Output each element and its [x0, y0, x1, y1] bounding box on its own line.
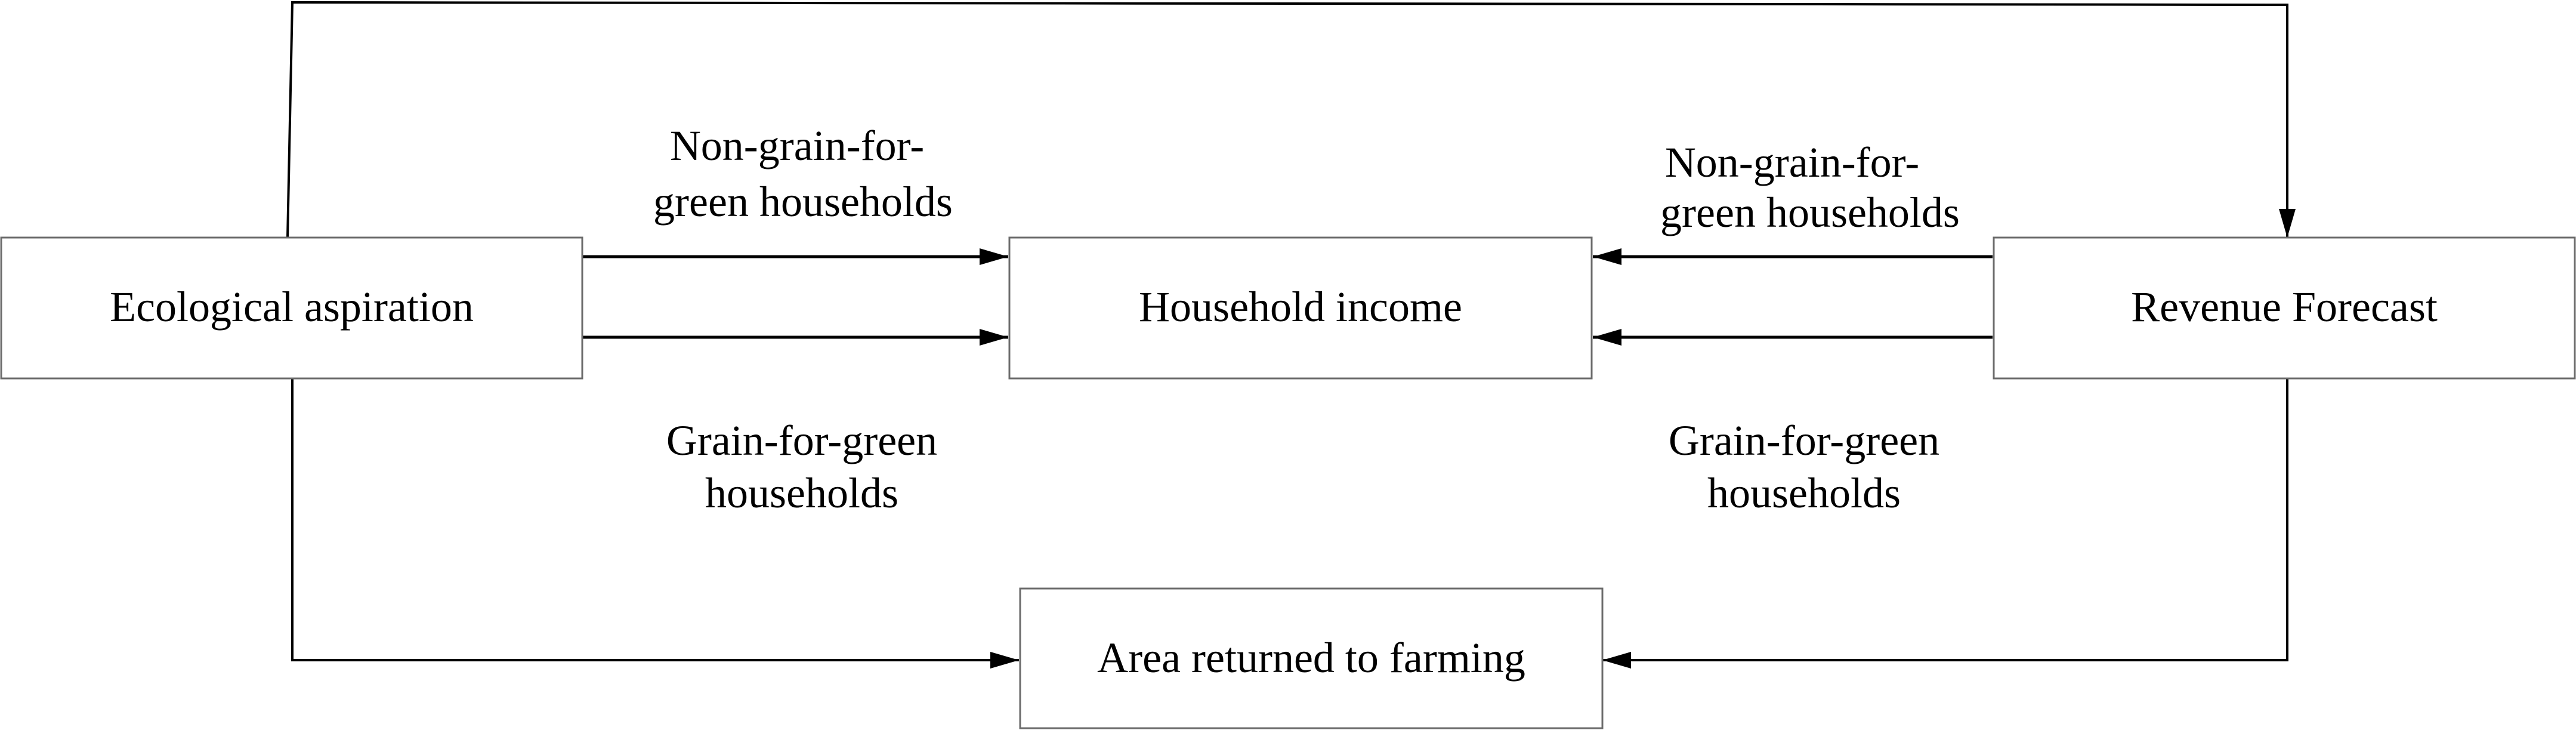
edge-label-right-top: Non-grain-for- green households: [1660, 138, 1960, 236]
node-label: Area returned to farming: [1097, 634, 1525, 682]
node-revenue-forecast: Revenue Forecast: [1993, 236, 2576, 380]
edge-label-line: Non-grain-for-: [1665, 138, 1919, 186]
node-label: Household income: [1139, 283, 1462, 331]
edge-forecast-to-area: [1602, 378, 2288, 669]
edge-label-line: Grain-for-green: [1669, 417, 1939, 464]
edge-label-line: Non-grain-for-: [670, 122, 924, 170]
edge-label-line: green households: [653, 178, 953, 226]
edge-label-left-top: Non-grain-for- green households: [653, 122, 953, 226]
node-area-returned: Area returned to farming: [1019, 587, 1604, 729]
node-label: Ecological aspiration: [110, 283, 474, 331]
edges: [286, 1, 2296, 669]
edge-label-left-bottom: Grain-for-green households: [666, 417, 937, 517]
node-label: Revenue Forecast: [2131, 283, 2438, 331]
edge-label-right-bottom: Grain-for-green households: [1669, 417, 1939, 517]
edge-label-line: Grain-for-green: [666, 417, 937, 464]
edge-label-line: households: [1707, 469, 1901, 517]
edge-eco-to-forecast: [286, 1, 2296, 238]
edge-label-line: green households: [1660, 189, 1960, 236]
edge-eco-to-area: [291, 378, 1019, 669]
edge-label-line: households: [705, 469, 898, 517]
node-ecological-aspiration: Ecological aspiration: [0, 236, 583, 380]
node-household-income: Household income: [1008, 236, 1593, 380]
